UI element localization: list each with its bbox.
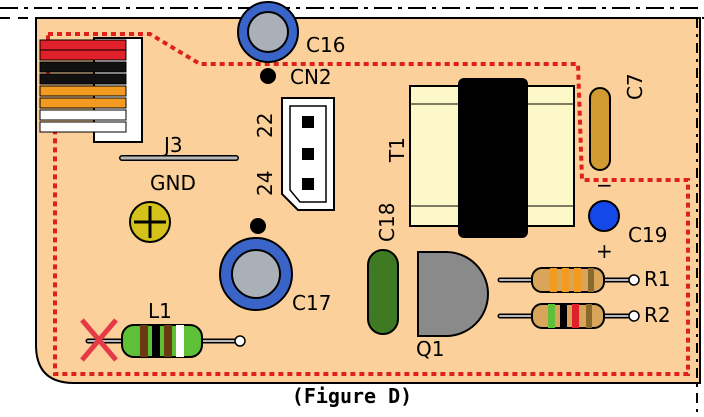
- label-c16: C16: [306, 33, 345, 57]
- capacitor-c17: [219, 237, 293, 311]
- label-c18: C18: [375, 203, 399, 242]
- label-gnd: GND: [150, 171, 196, 195]
- label-c19-plus: +: [596, 239, 613, 263]
- label-l1: L1: [148, 299, 172, 323]
- label-c7: C7: [623, 73, 647, 100]
- polarity-dot-c16: [260, 68, 276, 84]
- capacitor-c16: [237, 1, 299, 63]
- wire-connector: [39, 37, 143, 143]
- label-c19-minus: −: [596, 173, 613, 197]
- resistor-r2: [497, 303, 640, 329]
- label-c17: C17: [292, 291, 331, 315]
- capacitor-c7: [589, 87, 611, 171]
- label-t1: T1: [385, 137, 409, 163]
- ground-screw: [129, 201, 171, 243]
- label-q1: Q1: [416, 337, 444, 361]
- label-cn2-pin-22: 22: [253, 113, 277, 138]
- capacitor-c19: [588, 200, 620, 232]
- label-c19: C19: [628, 223, 667, 247]
- label-cn2-pin-24: 24: [253, 171, 277, 196]
- connector-cn2: [281, 97, 335, 211]
- capacitor-c18: [367, 249, 399, 335]
- figure-caption: (Figure D): [291, 384, 413, 408]
- label-cn2: CN2: [290, 65, 332, 89]
- x-mark-icon: [80, 318, 118, 362]
- transformer-t1: [409, 78, 575, 238]
- label-j3: J3: [162, 133, 183, 157]
- label-r1: R1: [644, 267, 671, 291]
- inductor-l1: [85, 324, 246, 358]
- transistor-q1: [417, 251, 489, 337]
- label-r2: R2: [644, 303, 671, 327]
- polarity-dot-c17: [250, 218, 266, 234]
- resistor-r1: [497, 267, 640, 293]
